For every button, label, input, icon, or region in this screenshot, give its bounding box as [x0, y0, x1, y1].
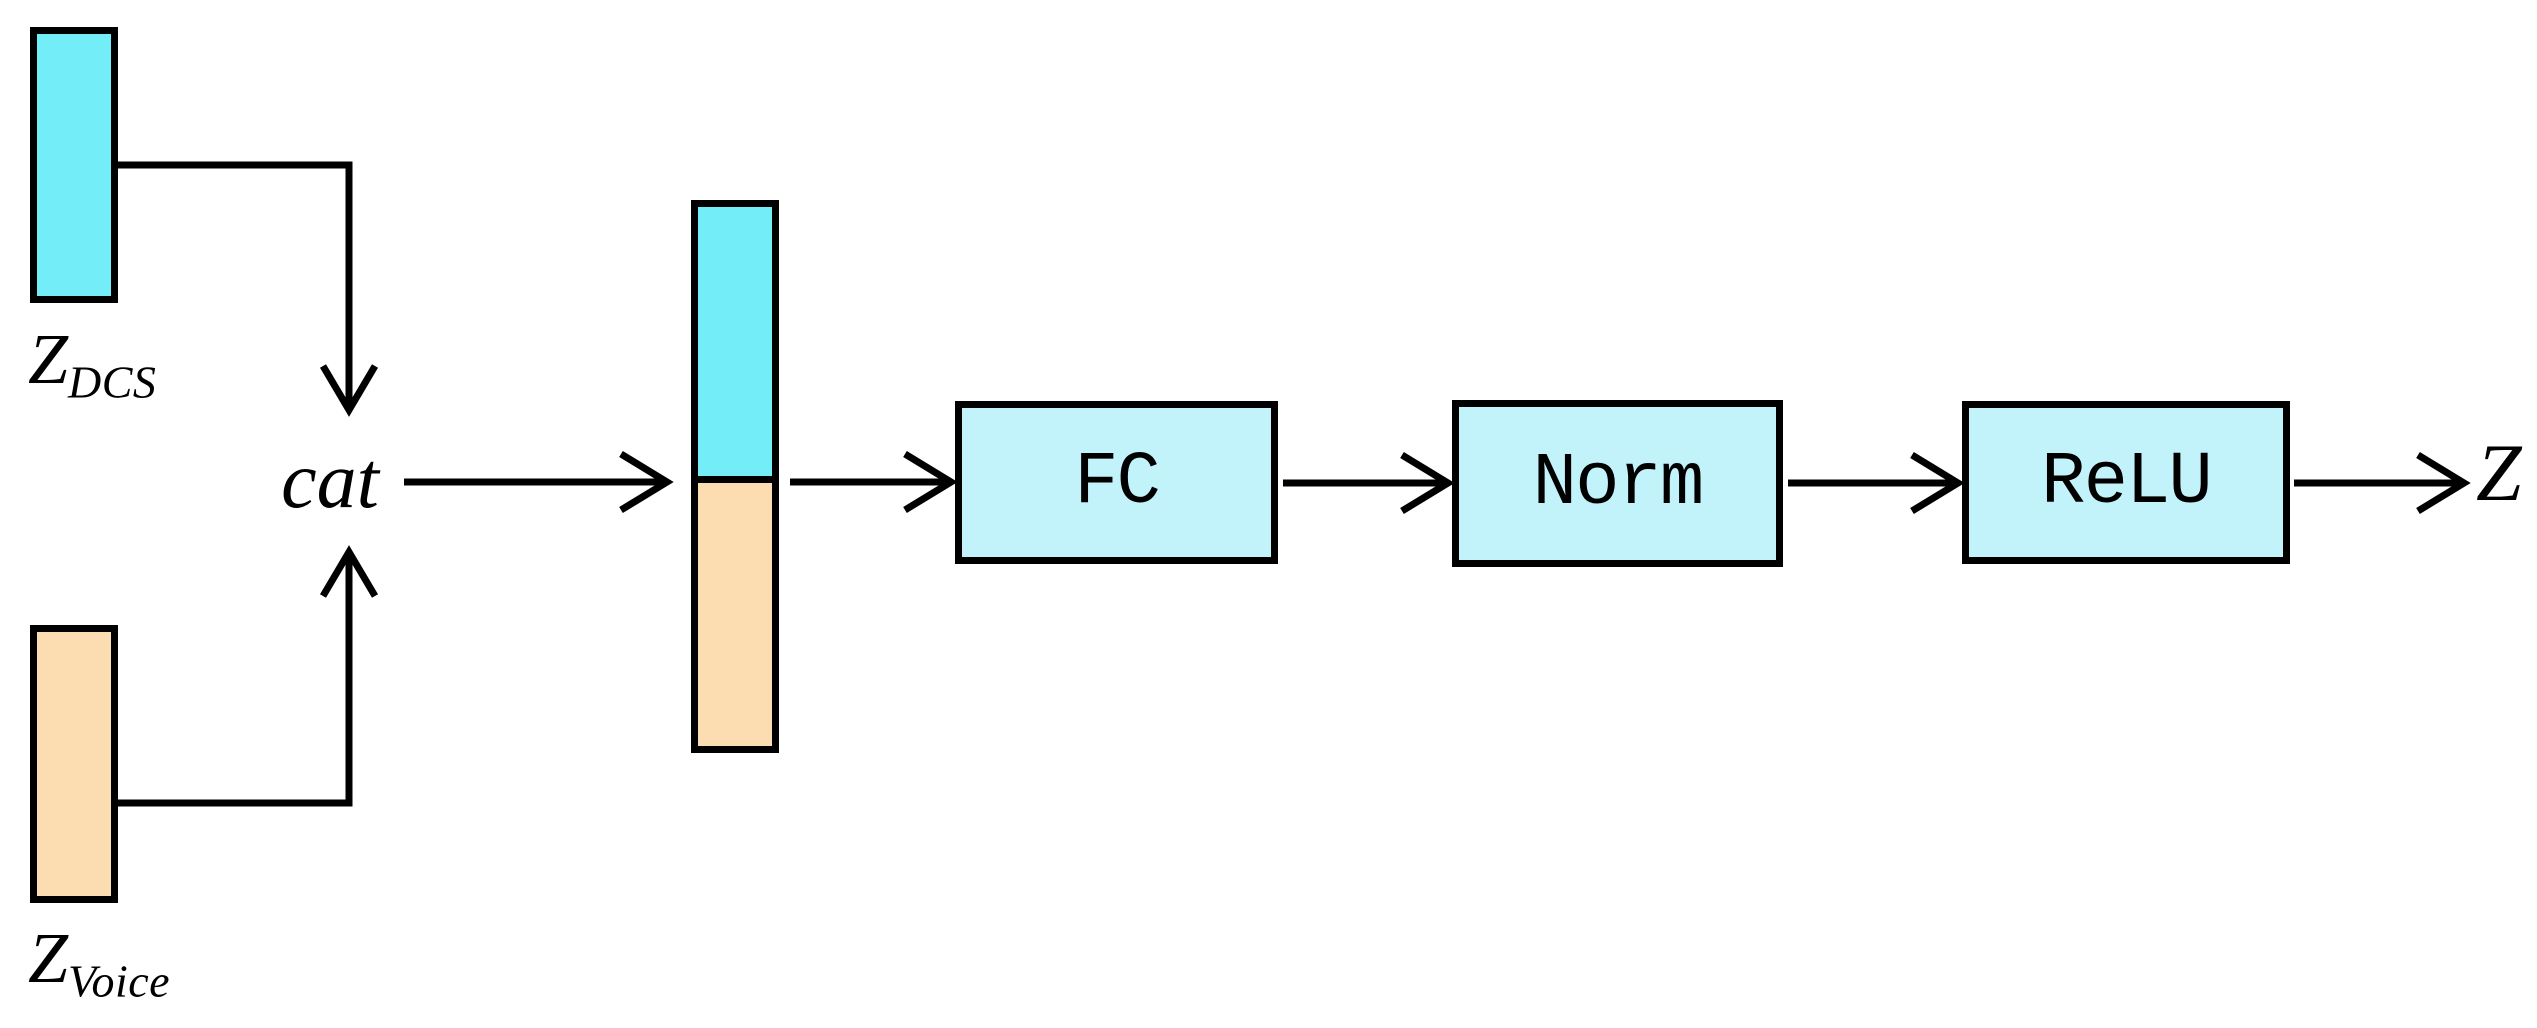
- concat-feature-bar: [691, 200, 779, 753]
- dcs-label-subscript: DCS: [68, 356, 157, 408]
- cat-operation-label: cat: [281, 437, 379, 525]
- voice-label: ZVoice: [28, 922, 170, 1005]
- arrowhead-right-icon: [1400, 452, 1455, 514]
- dcs-feature-bar: [30, 27, 118, 303]
- voice-feature-bar: [30, 625, 118, 903]
- arrowhead-up-icon: [319, 545, 379, 598]
- connector-voice-to-cat: [117, 556, 353, 807]
- relu-block: ReLU: [1962, 401, 2290, 564]
- norm-block: Norm: [1452, 400, 1783, 567]
- concat-bar-voice-half: [698, 476, 772, 746]
- arrowhead-right-icon: [1910, 452, 1965, 514]
- arrowhead-down-icon: [319, 364, 379, 417]
- fc-block: FC: [955, 401, 1278, 564]
- arrowhead-right-icon: [903, 451, 958, 513]
- output-label: Z: [2476, 427, 2522, 518]
- voice-label-base: Z: [28, 918, 69, 998]
- voice-label-subscript: Voice: [68, 955, 170, 1007]
- arrowhead-right-icon: [2416, 452, 2471, 514]
- concat-bar-dcs-half: [698, 207, 772, 476]
- dcs-label: ZDCS: [28, 323, 156, 406]
- dcs-label-base: Z: [28, 319, 69, 399]
- arrowhead-right-icon: [619, 451, 674, 513]
